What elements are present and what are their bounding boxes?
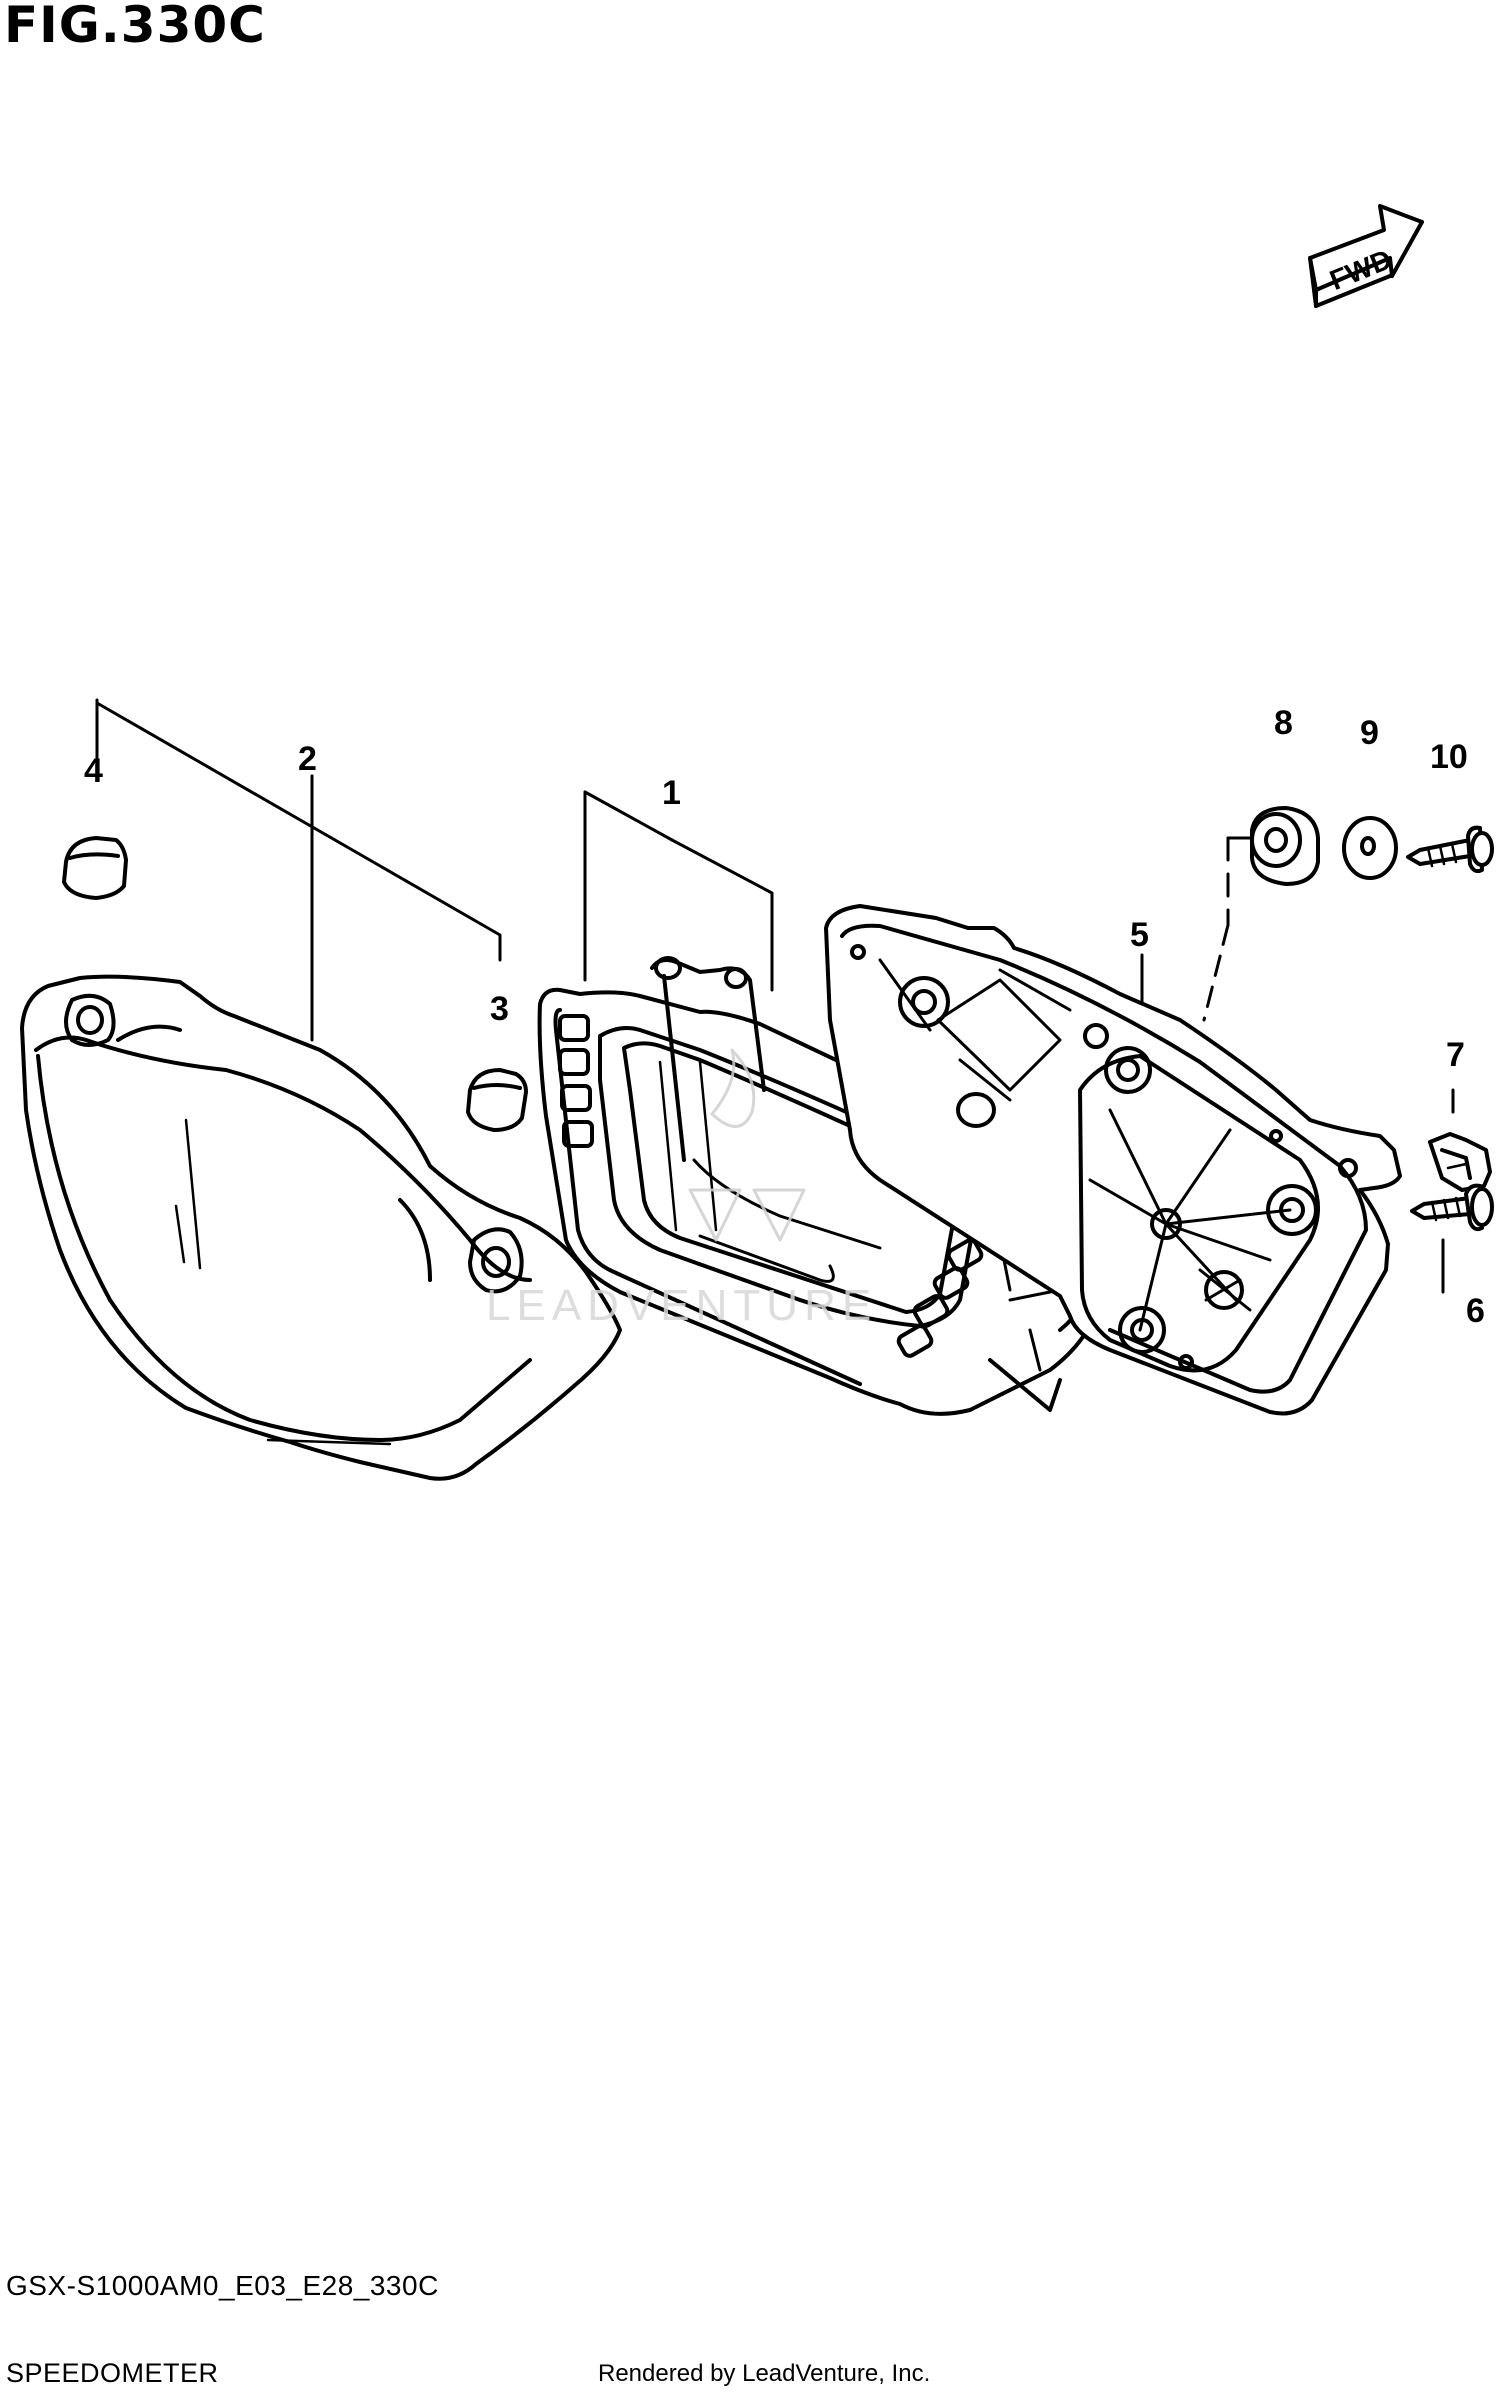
model-code: GSX-S1000AM0_E03_E28_330C [6, 2270, 439, 2301]
callout-4: 4 [84, 752, 103, 790]
screw-part-6 [1410, 1183, 1494, 1232]
cushion-part-8 [1250, 806, 1320, 886]
section-name: SPEEDOMETER [6, 2358, 219, 2388]
callout-5: 5 [1130, 916, 1149, 954]
callout-1: 1 [662, 774, 681, 812]
meter-cover-part-2 [20, 974, 622, 1481]
watermark-text: LEADVENTURE [486, 1281, 877, 1330]
figure-title: FIG.330C [4, 0, 266, 54]
callout-6: 6 [1466, 1292, 1485, 1330]
screw-part-10 [1406, 825, 1494, 874]
leader-lines [95, 698, 1455, 1294]
callout-10: 10 [1430, 738, 1468, 776]
callout-3: 3 [490, 990, 509, 1028]
callout-2: 2 [298, 740, 317, 778]
callout-8: 8 [1274, 704, 1293, 742]
callout-7: 7 [1446, 1036, 1465, 1074]
washer-part-9 [1342, 816, 1398, 880]
leadventure-watermark: LEADVENTURE [486, 1048, 877, 1330]
clip-nut-part-7 [1428, 1132, 1492, 1192]
callout-9: 9 [1360, 714, 1379, 752]
render-credit: Rendered by LeadVenture, Inc. [598, 2360, 931, 2387]
grommet-part-3 [466, 1068, 528, 1132]
meter-case-part-5 [824, 904, 1402, 1416]
grommet-part-4 [62, 836, 128, 900]
forward-arrow-icon: FWD [1308, 204, 1424, 308]
